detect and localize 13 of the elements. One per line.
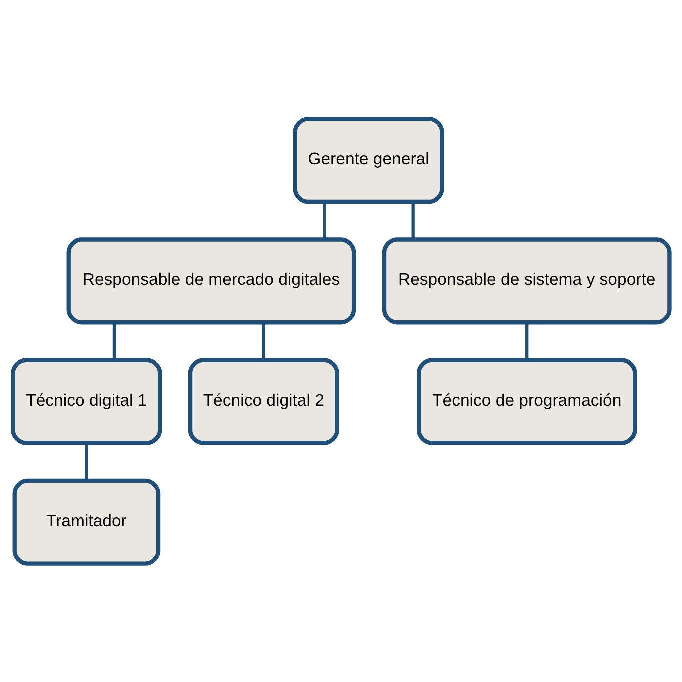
connector xyxy=(84,442,88,480)
connector xyxy=(322,202,326,240)
node-box: Gerente general xyxy=(292,116,444,204)
node-box: Técnico de programación xyxy=(416,358,637,445)
node-box: Responsable de sistema y soporte xyxy=(382,237,672,324)
node-box: Técnico digital 1 xyxy=(10,358,162,445)
node-box: Responsable de mercado digitales xyxy=(66,237,356,324)
connector xyxy=(262,322,265,360)
connector xyxy=(525,322,528,360)
connector xyxy=(112,322,116,360)
node-box: Tramitador xyxy=(12,478,160,566)
node-box: Técnico digital 2 xyxy=(188,358,339,445)
connector xyxy=(411,202,414,240)
